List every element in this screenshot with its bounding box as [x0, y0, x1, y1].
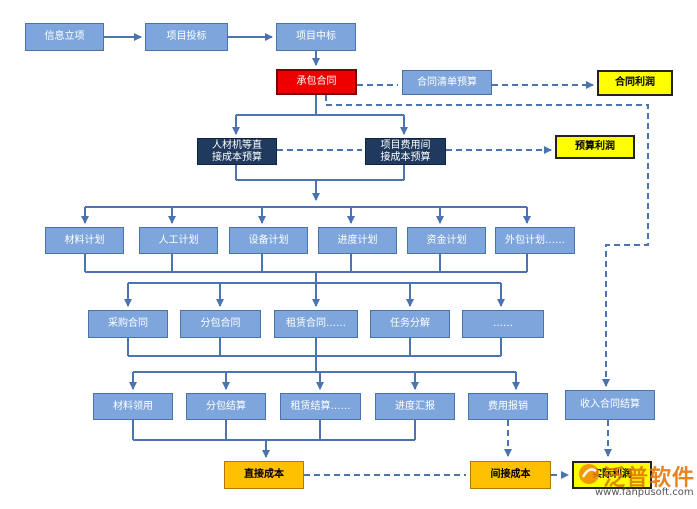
plan-box: 人工计划: [139, 227, 218, 254]
settlement-box: 进度汇报: [375, 393, 455, 420]
direct-cost-box: 直接成本: [224, 461, 304, 489]
contract-box: 承包合同: [276, 69, 357, 95]
direct-cost-budget-box: 人材机等直 接成本预算: [197, 138, 277, 165]
bidding-box: 项目投标: [145, 23, 228, 51]
plan-box: 材料计划: [45, 227, 124, 254]
sub-contract-box: 分包合同: [180, 310, 261, 338]
watermark-url: www.fanpusoft.com: [595, 487, 694, 498]
plan-box: 进度计划: [318, 227, 397, 254]
info-setup-box: 信息立项: [25, 23, 104, 51]
sub-contract-box: 任务分解: [370, 310, 450, 338]
watermark-logo: 泛普软件 www.fanpusoft.com: [577, 460, 695, 506]
contract-list-budget-box: 合同清单预算: [402, 70, 492, 95]
sub-contract-box: 租赁合同……: [274, 310, 358, 338]
sub-contract-box: ……: [462, 310, 544, 338]
settlement-box: 租赁结算……: [280, 393, 361, 420]
budget-profit-box: 预算利润: [555, 135, 635, 159]
settlement-box: 分包结算: [186, 393, 266, 420]
watermark-name: 泛普软件: [603, 466, 696, 491]
award-box: 项目中标: [276, 23, 356, 51]
settlement-box: 材料领用: [93, 393, 173, 420]
plan-box: 资金计划: [407, 227, 486, 254]
settlement-box: 费用报销: [468, 393, 548, 420]
sub-contract-box: 采购合同: [88, 310, 168, 338]
indirect-cost-budget-box: 项目费用间 接成本预算: [365, 138, 446, 165]
brand-logo-icon: [579, 464, 599, 484]
plan-box: 外包计划……: [495, 227, 575, 254]
settlement-box: 收入合同结算: [565, 390, 655, 420]
indirect-cost-box: 间接成本: [470, 461, 551, 489]
contract-profit-box: 合同利润: [597, 70, 673, 96]
plan-box: 设备计划: [229, 227, 308, 254]
